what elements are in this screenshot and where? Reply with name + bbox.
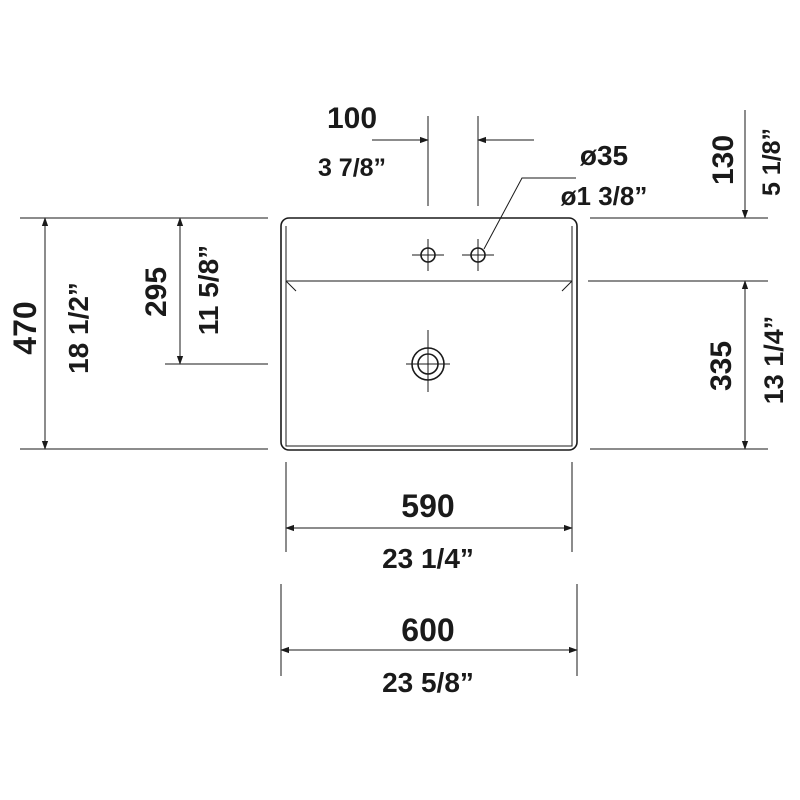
total-width-mm-label: 600: [401, 612, 454, 648]
basin-outer-rim: [280, 217, 578, 451]
tap-hole-in-label: ø1 3/8”: [561, 181, 648, 211]
inner-width-mm-label: 590: [401, 488, 454, 524]
extension-lines: [20, 116, 768, 676]
total-depth-in-label: 18 1/2”: [63, 282, 94, 374]
tap-hole-leader: [483, 177, 576, 250]
drain-position-in-label: 11 5/8”: [193, 245, 224, 335]
tap-spacing-mm-label: 100: [327, 102, 377, 135]
basin-outline: [280, 217, 578, 451]
drain: [406, 330, 450, 392]
basin-inner-wall: [285, 226, 573, 447]
dimension-lines: [41, 110, 749, 654]
basin-corner-marks: [285, 280, 573, 292]
tap-hole-right: [462, 239, 494, 271]
inner-depth-in-label: 13 1/4”: [759, 316, 789, 405]
tap-offset-in-label: 5 1/8”: [758, 128, 786, 196]
total-depth-mm-label: 470: [7, 301, 43, 354]
tap-offset-mm-label: 130: [707, 135, 740, 185]
total-width-in-label: 23 5/8”: [382, 667, 474, 698]
inner-depth-mm-label: 335: [705, 341, 738, 391]
dimension-labels: 100 3 7/8” ø35 ø1 3/8” 130 5 1/8” 470 18…: [7, 102, 789, 698]
tap-spacing-in-label: 3 7/8”: [318, 154, 386, 182]
drain-position-mm-label: 295: [140, 267, 173, 317]
inner-width-in-label: 23 1/4”: [382, 543, 474, 574]
tap-hole-left: [412, 239, 444, 271]
tap-hole-mm-label: ø35: [580, 140, 628, 171]
